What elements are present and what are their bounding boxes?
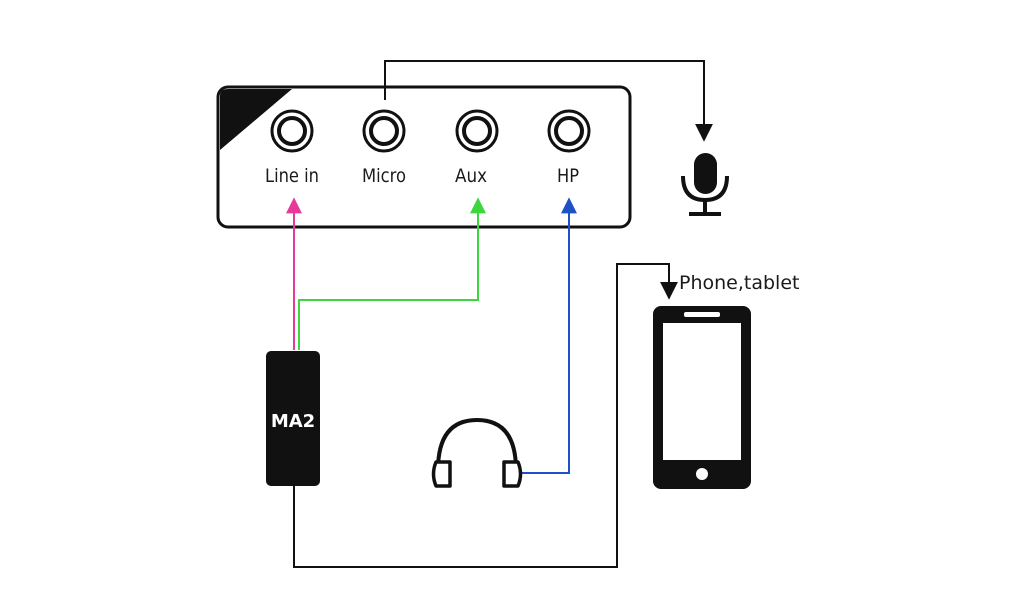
headphones-icon — [431, 417, 523, 488]
hp-cable — [518, 197, 577, 474]
ma2-adapter: MA2 — [266, 351, 320, 486]
jack-label-hp: HP — [557, 165, 579, 187]
micro-cable — [384, 60, 713, 142]
audio-device — [216, 85, 632, 229]
aux-cable — [298, 197, 486, 350]
jack-hp: HP — [547, 109, 591, 187]
phone-cable — [293, 263, 678, 568]
jack-aux: Aux — [455, 109, 499, 187]
phone-label: Phone,tablet — [679, 272, 799, 294]
jack-label-micro: Micro — [362, 165, 406, 187]
jack-label-aux: Aux — [455, 165, 487, 187]
smartphone-icon — [653, 306, 751, 489]
jack-micro: Micro — [362, 109, 406, 187]
jack-label-line-in: Line in — [265, 165, 319, 187]
device-corner-mark — [220, 89, 292, 150]
jack-line-in: Line in — [265, 109, 319, 187]
ma2-label: MA2 — [271, 411, 315, 432]
microphone-icon — [681, 153, 729, 216]
